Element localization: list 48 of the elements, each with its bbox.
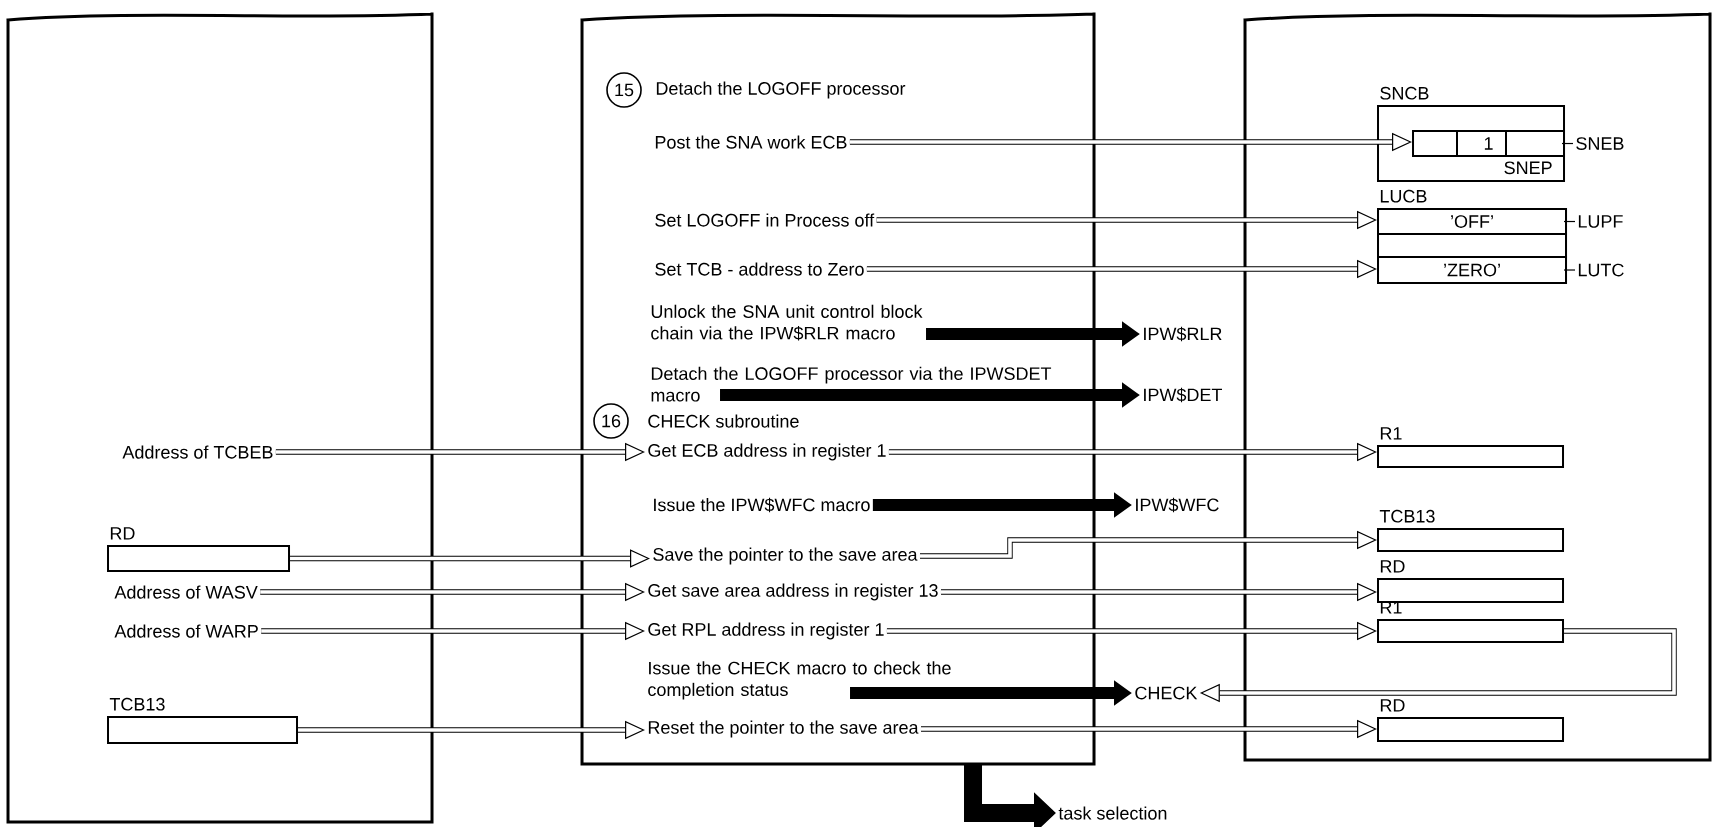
step-text: IPW$WFC: [1136, 497, 1219, 513]
step-text: Get save area address in register 13: [648, 583, 938, 601]
register-box: RD: [107, 527, 290, 572]
hollow-arrow: [920, 530, 1377, 559]
step-text: CHECK: [1135, 686, 1198, 700]
node-label: LUCB: [1380, 189, 1427, 203]
register-box: R1: [1377, 427, 1564, 468]
step-text: Post the SNA work ECB: [655, 135, 847, 149]
panel: [6, 12, 434, 824]
table-row: [1377, 233, 1567, 258]
panel: [580, 12, 1096, 766]
step-text: Detach the LOGOFF processor via the IPWSDET macro: [651, 366, 1052, 402]
step-text: Set LOGOFF in Process off: [655, 213, 875, 227]
step-text: Reset the pointer to the save area: [648, 720, 919, 738]
node-label: RD: [1380, 699, 1405, 712]
step-text: Set TCB - address to Zero: [655, 262, 864, 276]
step-text: Address of WASV: [114, 585, 258, 599]
field-label: SNEP: [1504, 161, 1552, 175]
panel: [1243, 12, 1712, 762]
step-text: Address of WARP: [114, 624, 258, 638]
step-text: task selection: [1058, 806, 1167, 820]
node-label: RD: [110, 527, 135, 540]
step-heading: Detach the LOGOFF processor: [656, 81, 906, 99]
node-label: R1: [1380, 427, 1402, 440]
step-text: Get ECB address in register 1: [648, 443, 886, 461]
table-row: ’OFF’: [1377, 208, 1567, 235]
step-text: Get RPL address in register 1: [648, 622, 884, 640]
step-text: Save the pointer to the save area: [653, 547, 918, 565]
field-box: 1: [1412, 129, 1565, 157]
register-box: TCB13: [107, 697, 298, 744]
register-box: RD: [1377, 560, 1564, 603]
node-label: RD: [1380, 560, 1405, 573]
step-text: IPW$RLR: [1144, 326, 1222, 342]
step-number: 16: [593, 403, 629, 439]
step-text: Address of TCBEB: [122, 445, 273, 459]
step-heading: CHECK subroutine: [648, 414, 799, 428]
step-number: 15: [606, 72, 642, 108]
table-row: ’ZERO’: [1377, 256, 1567, 284]
hollow-arrow: [290, 549, 650, 568]
step-text: IPW$DET: [1144, 387, 1222, 403]
node-label: SNCB: [1380, 86, 1429, 100]
register-box: TCB13: [1377, 509, 1564, 552]
step-text: Unlock the SNA unit control block chain via the IPW$RLR macro: [651, 304, 923, 341]
step-text: Issue the IPW$WFC macro: [654, 497, 870, 513]
node-label: TCB13: [109, 697, 165, 711]
node-label: TCB13: [1379, 509, 1435, 523]
register-box: RD: [1377, 699, 1564, 742]
step-text: Issue the CHECK macro to check the completion status: [648, 661, 951, 700]
